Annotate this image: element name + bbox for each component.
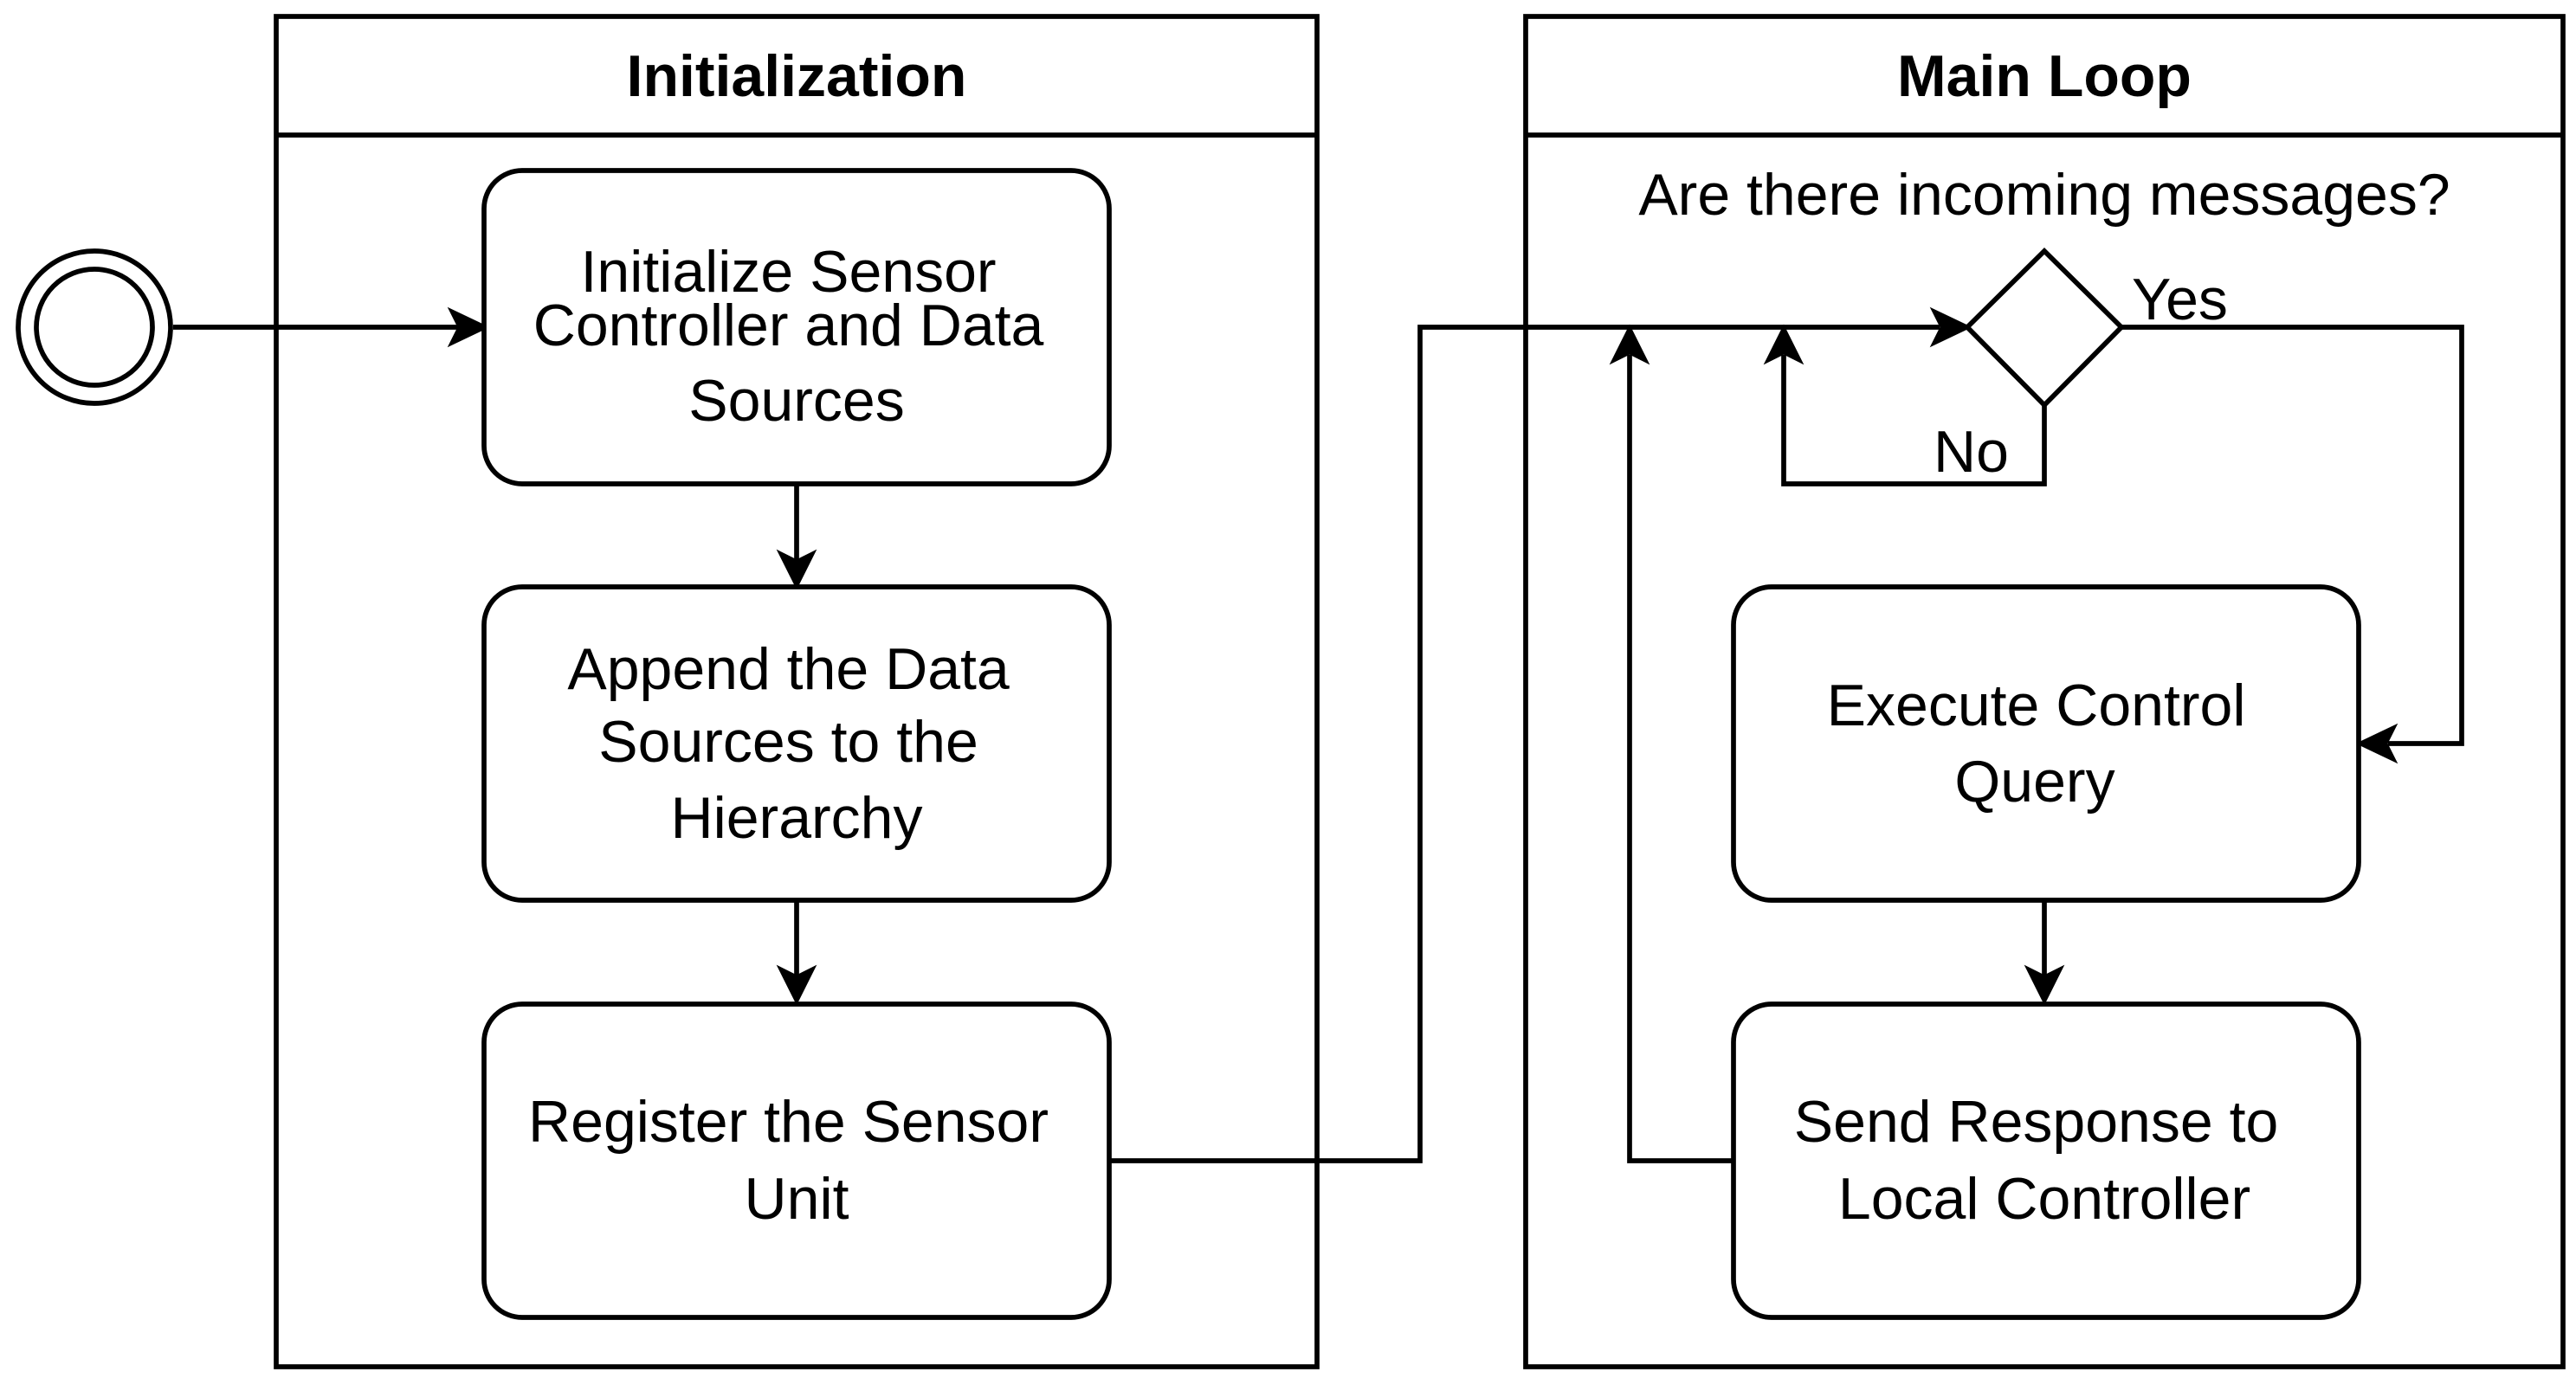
edge-decision-yes xyxy=(2121,325,2464,746)
action-label-line: Append the Data xyxy=(567,636,1010,702)
start-node xyxy=(16,248,173,406)
main-loop-lane-title: Main Loop xyxy=(1897,43,2192,109)
action-label-line: Hierarchy xyxy=(671,785,923,851)
action-append-sources: Append the Data Sources to the Hierarchy xyxy=(481,584,1112,903)
action-send-response: Send Response to Local Controller xyxy=(1731,1001,2361,1320)
action-execute-query-label: Execute Control Query xyxy=(1827,653,2263,815)
action-initialize-sensor-label: Initialize Sensor Controller and Data So… xyxy=(533,219,1061,434)
decision-question: Are there incoming messages? xyxy=(1638,162,2450,228)
action-execute-query: Execute Control Query xyxy=(1731,584,2361,903)
action-label-line: Execute Control xyxy=(1827,673,2246,738)
action-label-line: Initialize Sensor xyxy=(581,239,997,305)
action-initialize-sensor: Initialize Sensor Controller and Data So… xyxy=(481,168,1112,486)
arrowhead xyxy=(1763,324,1804,365)
arrowhead xyxy=(776,964,817,1006)
arrowhead xyxy=(776,549,817,590)
initialization-lane-title: Initialization xyxy=(627,43,967,109)
action-register-unit: Register the Sensor Unit xyxy=(481,1001,1112,1320)
action-label-line: Unit xyxy=(745,1166,849,1232)
arrowhead xyxy=(2355,723,2398,764)
action-label-line: Query xyxy=(1954,749,2114,815)
action-send-response-label: Send Response to Local Controller xyxy=(1794,1069,2295,1232)
action-label-line: Send Response to xyxy=(1794,1089,2279,1155)
arrowhead xyxy=(447,306,490,348)
action-label-line: Register the Sensor xyxy=(528,1089,1049,1155)
edge-decision-no-loop xyxy=(1781,355,2047,486)
connectors xyxy=(173,306,2464,1163)
decision-yes-label: Yes xyxy=(2132,267,2228,332)
arrowhead xyxy=(1929,306,1972,348)
arrowhead xyxy=(1609,324,1650,365)
action-label-line: Local Controller xyxy=(1838,1166,2250,1232)
arrowhead xyxy=(2024,964,2065,1006)
edge-send-back-to-loop xyxy=(1627,355,1733,1163)
edge-register-to-decision xyxy=(1109,325,1940,1163)
action-label-line: Sources xyxy=(688,368,904,434)
decision-no-label: No xyxy=(1934,419,2009,485)
action-register-unit-label: Register the Sensor Unit xyxy=(528,1069,1065,1232)
action-label-line: Controller and Data xyxy=(533,293,1044,358)
action-append-sources-label: Append the Data Sources to the Hierarchy xyxy=(567,616,1025,851)
decision-diamond xyxy=(1963,247,2126,409)
action-label-line: Sources to the xyxy=(598,709,978,775)
